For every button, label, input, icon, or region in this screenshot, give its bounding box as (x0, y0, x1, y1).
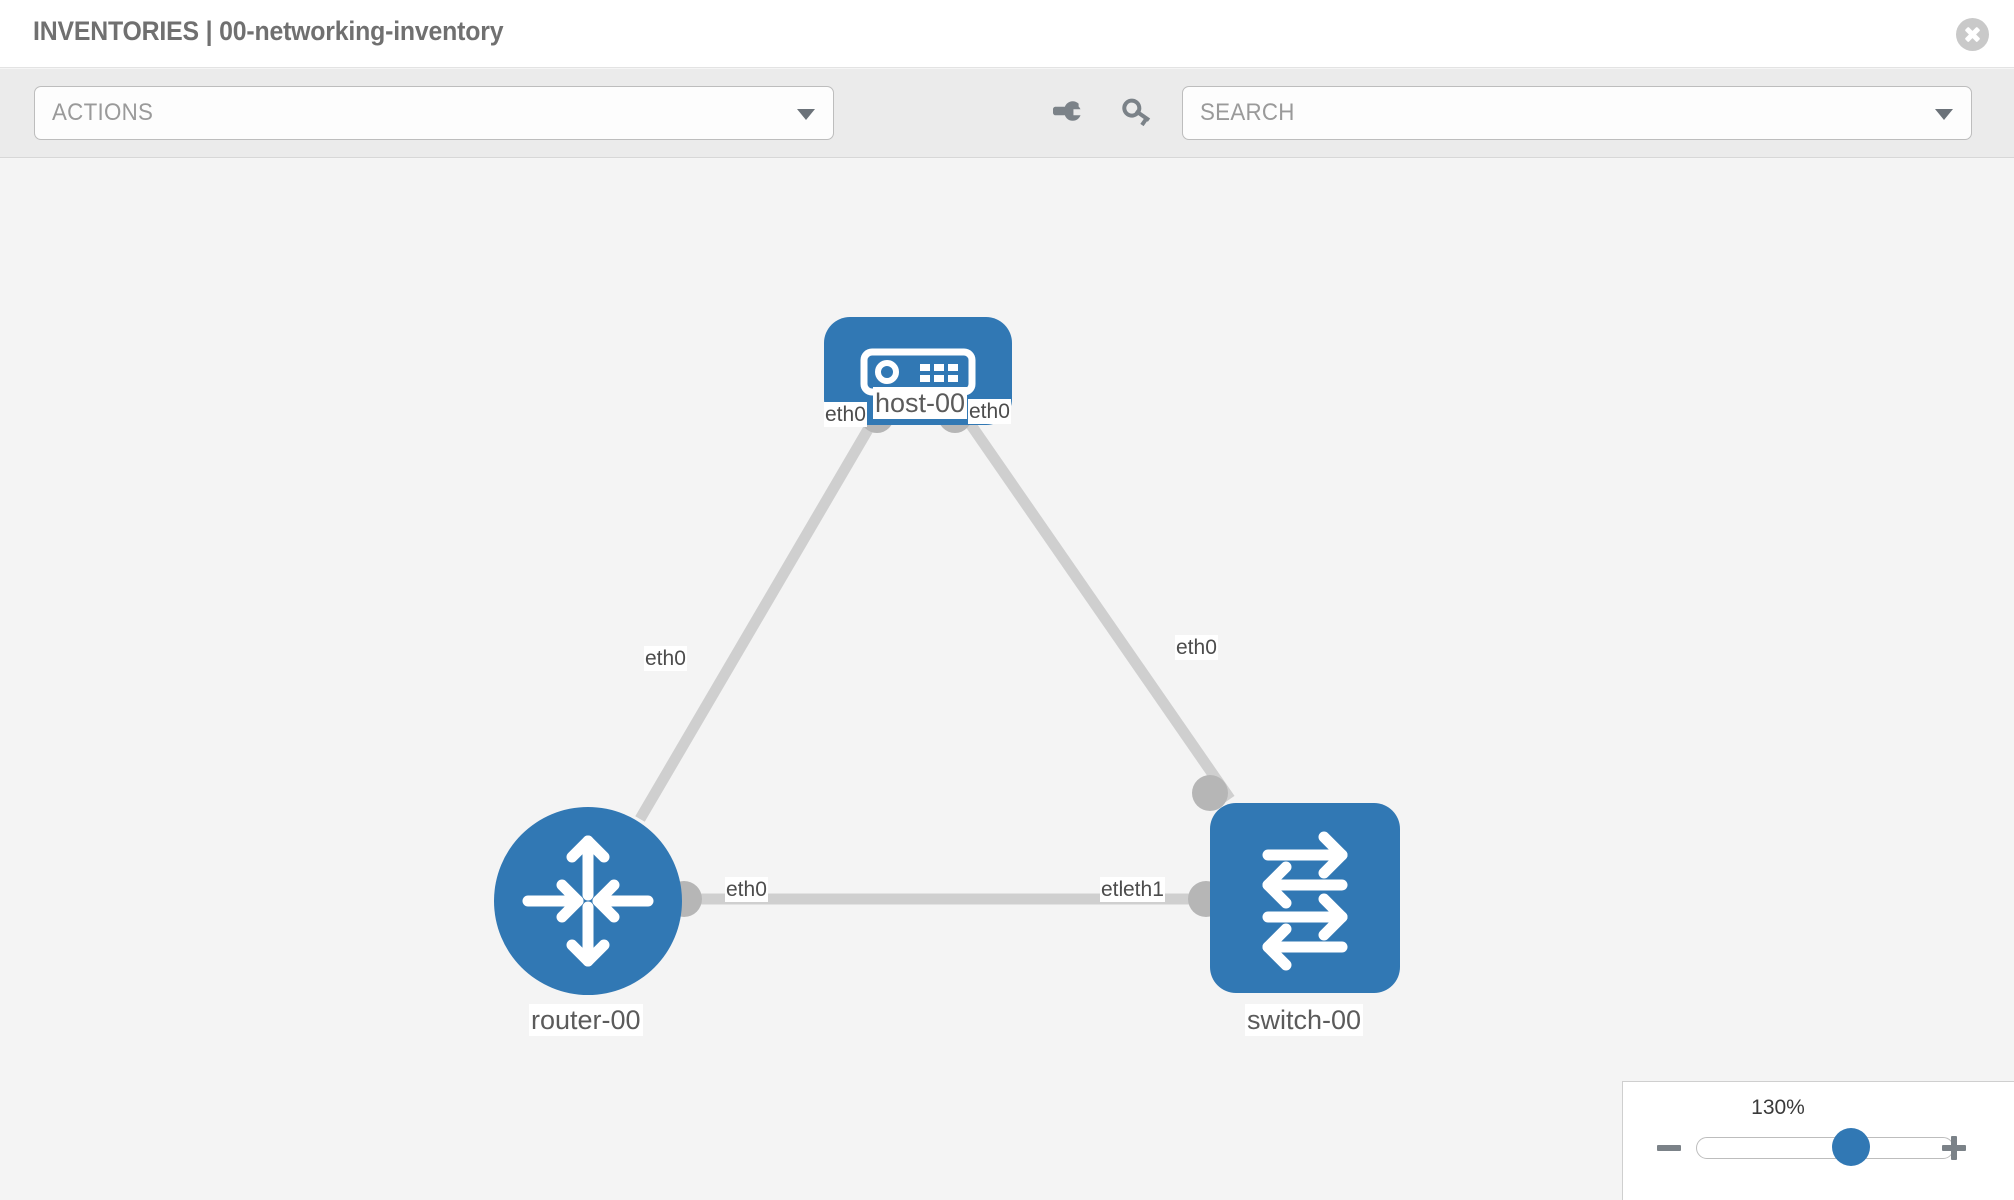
zoom-out-button[interactable] (1656, 1135, 1682, 1161)
zoom-slider-thumb[interactable] (1832, 1128, 1871, 1166)
node-label-switch-00: switch-00 (1245, 1004, 1364, 1036)
chevron-down-icon (797, 109, 815, 120)
toolbar: ACTIONS SEARCH (0, 69, 2014, 158)
search-input[interactable]: SEARCH (1182, 86, 1972, 140)
key-icon[interactable] (1118, 97, 1152, 131)
node-switch-00[interactable] (1210, 803, 1400, 993)
actions-dropdown[interactable]: ACTIONS (34, 86, 834, 140)
chevron-down-icon (1935, 109, 1953, 120)
zoom-in-button[interactable] (1941, 1135, 1967, 1161)
page-header: INVENTORIES | 00-networking-inventory (0, 0, 2014, 68)
iface-label-router-uplink: eth0 (644, 646, 687, 671)
connector-switch-up (1192, 775, 1228, 811)
zoom-percent-label: 130% (1751, 1096, 1805, 1119)
wrench-icon[interactable] (1051, 97, 1085, 131)
zoom-slider-track[interactable] (1696, 1137, 1954, 1159)
iface-label-host-right: eth0 (968, 399, 1011, 424)
iface-label-switch-left: eth1 (1122, 877, 1165, 902)
iface-label-switch-uplink: eth0 (1175, 635, 1218, 660)
node-label-router-00: router-00 (529, 1004, 643, 1036)
node-label-host-00: host-00 (873, 387, 968, 419)
close-icon[interactable] (1956, 18, 1989, 51)
page-title: INVENTORIES | 00-networking-inventory (33, 16, 504, 46)
topology-canvas[interactable]: eth0 eth0 eth0 eth0 eth0 eth0 eth1 host-… (0, 159, 2014, 1200)
switch-arrows-icon (1262, 831, 1348, 971)
topology-edges (635, 405, 1235, 905)
router-arrows-icon (522, 835, 654, 967)
actions-dropdown-label: ACTIONS (52, 99, 154, 126)
zoom-control-panel: 130% (1622, 1081, 2014, 1200)
node-router-00[interactable] (494, 807, 682, 995)
search-placeholder: SEARCH (1200, 99, 1295, 126)
iface-label-router-right: eth0 (725, 877, 768, 902)
iface-label-host-left: eth0 (824, 402, 867, 427)
